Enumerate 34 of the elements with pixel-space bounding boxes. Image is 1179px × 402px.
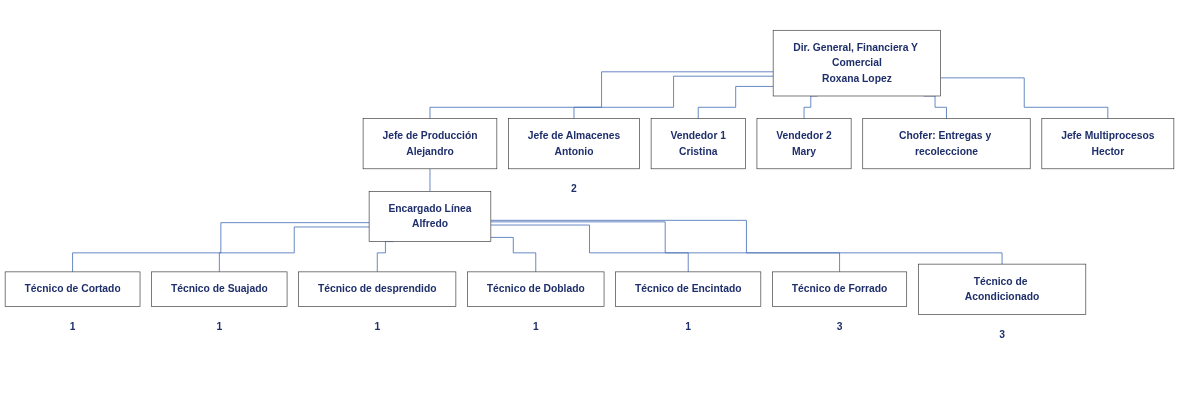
connector — [429, 168, 431, 192]
node-label: 1 — [374, 320, 381, 332]
node-box: Vendedor 1 Cristina — [650, 118, 746, 170]
node-label: 1 — [216, 320, 223, 332]
node-box: Técnico de Suajado — [151, 271, 288, 307]
node-box: Chofer: Entregas y recoleccione — [862, 118, 1031, 170]
node-box: Encargado Línea Alfredo — [368, 191, 492, 242]
node-box: Técnico de Doblado — [467, 271, 605, 307]
connector — [429, 71, 774, 119]
node-label: 1 — [69, 320, 76, 332]
node-box: Jefe Multiprocesos Hector — [1041, 118, 1175, 170]
node-box: Técnico de Cortado — [4, 271, 141, 307]
connector — [72, 222, 370, 273]
node-label: 1 — [685, 320, 692, 332]
connector — [490, 219, 1003, 265]
connector — [940, 77, 1109, 119]
node-box: Técnico de Encintado — [615, 271, 762, 307]
connector — [490, 221, 840, 273]
node-box: Jefe de Producción Alejandro — [362, 118, 498, 170]
node-box: Vendedor 2 Mary — [756, 118, 852, 170]
connector — [697, 86, 774, 119]
node-label: 2 — [571, 182, 577, 194]
connector — [218, 226, 370, 273]
node-label: 1 — [532, 320, 539, 332]
node-box: Técnico de desprendido — [298, 271, 457, 307]
node-label: 3 — [836, 320, 843, 332]
node-box: Técnico de Forrado — [772, 271, 908, 307]
node-box: Técnico de Acondicionado — [918, 263, 1087, 315]
connector — [490, 224, 689, 273]
connector — [490, 237, 537, 273]
node-label: 3 — [999, 328, 1005, 340]
node-box: Jefe de Almacenes Antonio — [508, 118, 640, 170]
connector — [573, 75, 774, 119]
node-box: Dir. General, Financiera Y Comercial Roxana Lopez — [772, 29, 941, 97]
